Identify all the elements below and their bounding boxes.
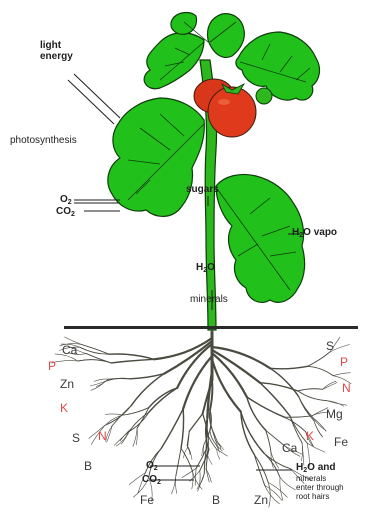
mineral-right-9: Zn [254,493,268,507]
root-branch [172,476,176,494]
root-branch [106,414,123,415]
root-branch [299,397,314,419]
root-branch [195,468,196,485]
root-branch [298,391,326,401]
root-branch [290,416,302,443]
minerals-stem-label: minerals [190,294,228,305]
water-minerals-root-label: H2O and [296,462,335,474]
root-branch [270,368,298,396]
root-branch [109,354,154,359]
leaf-top-left [144,33,204,89]
mineral-right-8: B [212,493,220,507]
mineral-left-8: Fe [140,493,154,507]
carbon-dioxide-root-label: CO2 [142,474,161,486]
root-branch [198,474,205,492]
soil-line [64,326,358,329]
light-energy-label: light energy [40,40,73,62]
leaf-right-large [216,174,305,302]
mineral-left-7: B [84,459,92,473]
root-branch [333,373,350,376]
root-branch [270,366,307,369]
root-branch [116,432,128,446]
light-arrows [68,74,120,124]
tomato-fruit [194,79,272,137]
root-branch [264,453,280,477]
water-stem-label: H2O [196,262,215,274]
root-branch [105,406,131,426]
root-branch [247,397,285,417]
root-branch [284,416,311,417]
root-branch [181,409,184,449]
root-branch [260,383,298,391]
root-branch [114,432,128,446]
root-branch [176,448,181,476]
root-branch [307,443,325,452]
oxygen-label: O2 [60,194,72,206]
leaf-left-large [108,98,204,216]
gas-exchange-leaf-arrows [74,200,120,211]
root-branch [308,352,331,366]
carbon-dioxide-label: CO2 [56,206,75,218]
mineral-right-6: Ca [282,441,298,455]
photosynthesis-label: photosynthesis [10,135,77,146]
root-branch [161,409,183,449]
oxygen-root-label: O2 [146,460,158,472]
mineral-right-5: Fe [334,435,348,449]
root-branch [149,388,178,413]
mineral-left-4: K [60,401,68,415]
mineral-right-1: S [326,339,334,353]
root-branch [247,397,266,430]
root-branch [189,414,202,432]
root-branch [111,359,154,363]
root-branch [78,360,111,363]
mineral-left-3: Zn [60,377,74,391]
mineral-right-7: K [306,429,314,443]
mineral-right-3: N [342,381,351,395]
root-branch [280,477,283,499]
root-branch [298,389,323,391]
mineral-left-6: N [98,429,107,443]
water-vapor-label: H2O vapo [292,227,337,239]
root-branch [280,477,295,490]
root-branch [181,448,193,471]
mineral-left-1: Ca [62,343,78,357]
mineral-left-5: S [72,431,80,445]
mineral-right-2: P [340,355,348,369]
leaf-top-right [236,32,320,100]
root-branch [212,347,270,368]
root-branch [308,366,334,375]
root-branch [290,416,307,443]
sugars-label: sugars [186,184,219,195]
root-branch [314,421,323,438]
root-hairs-label: minerals enter through root hairs [296,474,346,501]
mineral-left-2: P [48,359,56,373]
root-branch [131,412,149,429]
root-branch [254,454,268,482]
root-branch [137,408,149,429]
mineral-right-4: Mg [326,407,343,421]
